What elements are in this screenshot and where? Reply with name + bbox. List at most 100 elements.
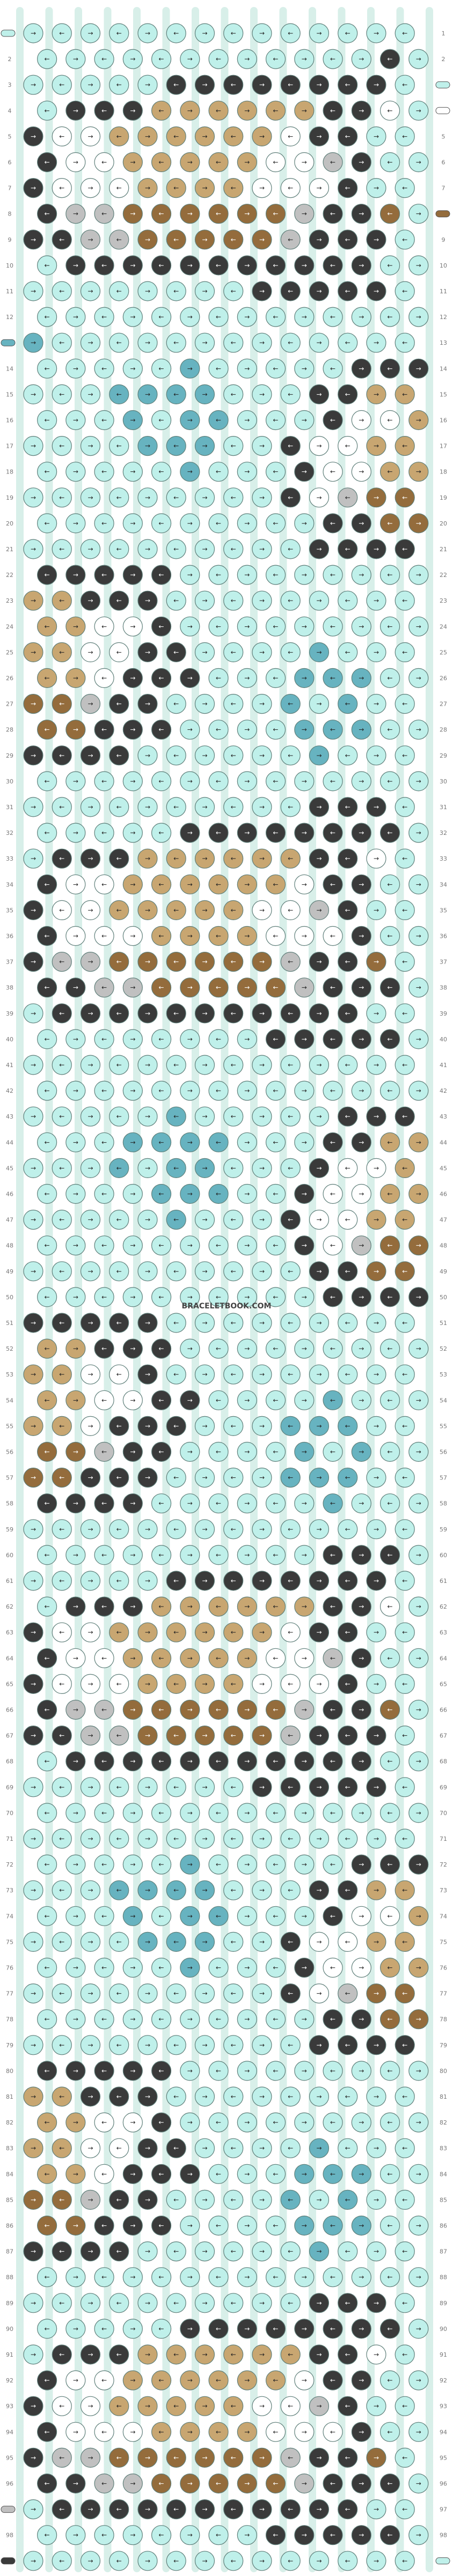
knot: → bbox=[180, 1545, 200, 1565]
knot: ← bbox=[151, 513, 172, 534]
knot-arrow: ← bbox=[216, 1138, 221, 1146]
knot-arrow: → bbox=[73, 1138, 78, 1146]
knot: → bbox=[309, 2086, 330, 2107]
knot-arrow: ← bbox=[402, 1061, 407, 1069]
knot-arrow: → bbox=[73, 2428, 78, 2436]
knot-arrow: ← bbox=[216, 880, 221, 888]
knot-arrow: ← bbox=[273, 1654, 279, 1662]
row-number-left: 4 bbox=[8, 107, 12, 114]
knot: → bbox=[122, 2473, 143, 2494]
knot-circle bbox=[94, 204, 114, 224]
knot: ← bbox=[166, 2189, 186, 2210]
knot: ← bbox=[323, 1183, 343, 1204]
knot: ← bbox=[208, 2215, 229, 2236]
knot: ← bbox=[36, 1906, 57, 1926]
knot-arrow: ← bbox=[288, 2299, 293, 2307]
knot-arrow: → bbox=[73, 210, 78, 218]
knot-arrow: ← bbox=[159, 107, 164, 114]
knot-circle bbox=[338, 435, 358, 456]
knot-arrow: → bbox=[187, 726, 193, 734]
knot-arrow: → bbox=[316, 1371, 322, 1378]
knot-circle bbox=[80, 435, 101, 456]
knot-circle bbox=[265, 616, 286, 636]
knot-circle bbox=[151, 49, 172, 69]
knot: ← bbox=[280, 2138, 301, 2158]
knot: ← bbox=[338, 1261, 358, 1282]
knot: ← bbox=[338, 178, 358, 198]
knot-arrow: → bbox=[187, 107, 193, 114]
knot-arrow: ← bbox=[330, 1500, 335, 1507]
knot-arrow: → bbox=[244, 726, 250, 734]
knot-arrow: ← bbox=[159, 1190, 164, 1198]
knot-arrow: → bbox=[202, 494, 207, 501]
knot-arrow: → bbox=[87, 1164, 93, 1172]
knot: → bbox=[23, 1622, 43, 1642]
knot: ← bbox=[52, 2447, 72, 2468]
row-number-right: 77 bbox=[440, 1990, 447, 1997]
knot-arrow: → bbox=[359, 210, 364, 218]
knot: ← bbox=[52, 2344, 72, 2365]
knot: → bbox=[65, 152, 86, 173]
strand-end-right bbox=[435, 81, 450, 88]
knot-circle bbox=[379, 565, 400, 585]
knot-arrow: → bbox=[302, 2119, 307, 2126]
knot-arrow: → bbox=[145, 390, 150, 398]
knot-arrow: → bbox=[316, 494, 322, 501]
knot-arrow: → bbox=[259, 1268, 265, 1275]
knot: ← bbox=[52, 797, 72, 817]
knot-arrow: → bbox=[87, 2144, 93, 2152]
knot-arrow: ← bbox=[288, 1268, 293, 1275]
knot: ← bbox=[379, 616, 400, 636]
knot: ← bbox=[379, 1080, 400, 1101]
knot-circle bbox=[194, 178, 215, 198]
knot-arrow: ← bbox=[388, 984, 393, 991]
knot-arrow: → bbox=[416, 313, 421, 321]
knot-circle bbox=[36, 565, 57, 585]
knot: → bbox=[180, 100, 200, 121]
knot-circle bbox=[151, 823, 172, 843]
knot: → bbox=[180, 1338, 200, 1359]
knot: ← bbox=[52, 1519, 72, 1539]
knot: ← bbox=[151, 204, 172, 224]
knot: → bbox=[194, 23, 215, 43]
knot: ← bbox=[338, 1313, 358, 1333]
knot-arrow: → bbox=[73, 2377, 78, 2384]
knot-arrow: → bbox=[302, 313, 307, 321]
knot-arrow: ← bbox=[273, 2016, 279, 2023]
knot: → bbox=[180, 1493, 200, 1514]
knot: ← bbox=[166, 797, 186, 817]
knot: ← bbox=[394, 2241, 415, 2262]
knot: → bbox=[408, 1029, 429, 1049]
knot-arrow: → bbox=[302, 1396, 307, 1404]
knot-arrow: → bbox=[359, 2428, 364, 2436]
knot-arrow: → bbox=[87, 2248, 93, 2255]
knot: → bbox=[252, 1364, 272, 1385]
knot-circle bbox=[294, 307, 315, 327]
knot-arrow: → bbox=[359, 159, 364, 166]
knot: ← bbox=[36, 1699, 57, 1720]
knot-arrow: → bbox=[244, 2067, 250, 2075]
knot: → bbox=[294, 255, 315, 276]
knot: → bbox=[23, 178, 43, 198]
knot: → bbox=[408, 1906, 429, 1926]
knot-arrow: ← bbox=[330, 675, 335, 682]
knot-arrow: ← bbox=[116, 442, 122, 450]
knot-arrow: → bbox=[244, 1654, 250, 1662]
knot: ← bbox=[280, 2396, 301, 2416]
knot-arrow: ← bbox=[402, 2041, 407, 2049]
knot: → bbox=[137, 642, 158, 663]
knot-circle bbox=[265, 720, 286, 740]
knot-arrow: → bbox=[316, 29, 322, 37]
knot: → bbox=[366, 230, 386, 250]
row-number-left: 29 bbox=[6, 752, 13, 759]
knot: ← bbox=[166, 178, 186, 198]
knot: → bbox=[180, 1803, 200, 1823]
knot-arrow: → bbox=[202, 2454, 207, 2461]
knot-arrow: → bbox=[130, 1809, 135, 1817]
knot: ← bbox=[109, 1983, 129, 2004]
knot-arrow: ← bbox=[173, 2041, 179, 2049]
knot: ← bbox=[166, 23, 186, 43]
knot-circle bbox=[223, 126, 244, 146]
knot: ← bbox=[94, 1751, 114, 1772]
knot-circle bbox=[23, 693, 43, 714]
